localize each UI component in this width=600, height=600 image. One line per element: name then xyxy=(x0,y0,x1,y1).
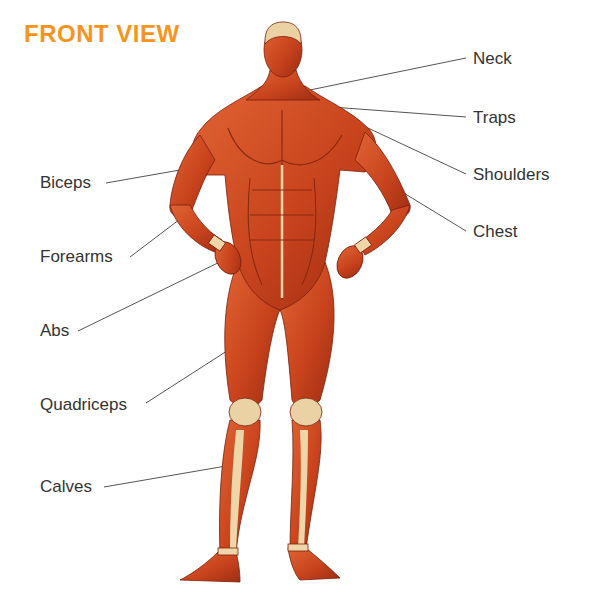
right-knee xyxy=(290,398,322,426)
muscle-label: Shoulders xyxy=(473,165,550,185)
torso xyxy=(192,86,376,310)
left-knee xyxy=(229,398,261,426)
left-shin xyxy=(219,420,260,555)
right-ankle xyxy=(288,544,308,551)
muscle-label: Traps xyxy=(473,108,516,128)
chest-lines xyxy=(228,110,342,300)
muscle-label: Neck xyxy=(473,49,512,69)
head xyxy=(264,23,302,77)
left-foot xyxy=(180,552,240,582)
muscle-label: Chest xyxy=(473,222,517,242)
muscle-label: Abs xyxy=(40,321,69,341)
right-foot xyxy=(288,548,340,580)
right-upper-arm xyxy=(355,132,410,217)
body-figure xyxy=(170,22,410,582)
left-wrist xyxy=(208,235,225,251)
leader-line xyxy=(300,58,466,92)
muscle-label: Quadriceps xyxy=(40,395,127,415)
diagram-title: FRONT VIEW xyxy=(24,20,180,48)
right-shin xyxy=(290,420,321,550)
muscle-label: Biceps xyxy=(40,173,91,193)
left-shin-tendon xyxy=(230,430,244,550)
right-wrist xyxy=(354,237,371,253)
ab-lines xyxy=(248,178,316,285)
leader-line xyxy=(106,170,180,183)
linea-alba xyxy=(281,165,284,298)
muscle-label: Forearms xyxy=(40,247,113,267)
leader-line xyxy=(104,466,226,487)
right-shin-tendon xyxy=(298,430,308,548)
leader-line xyxy=(78,258,228,331)
skull-top xyxy=(265,22,301,44)
left-ankle xyxy=(218,548,238,555)
muscle-label: Calves xyxy=(40,477,92,497)
leader-lines xyxy=(78,58,466,487)
